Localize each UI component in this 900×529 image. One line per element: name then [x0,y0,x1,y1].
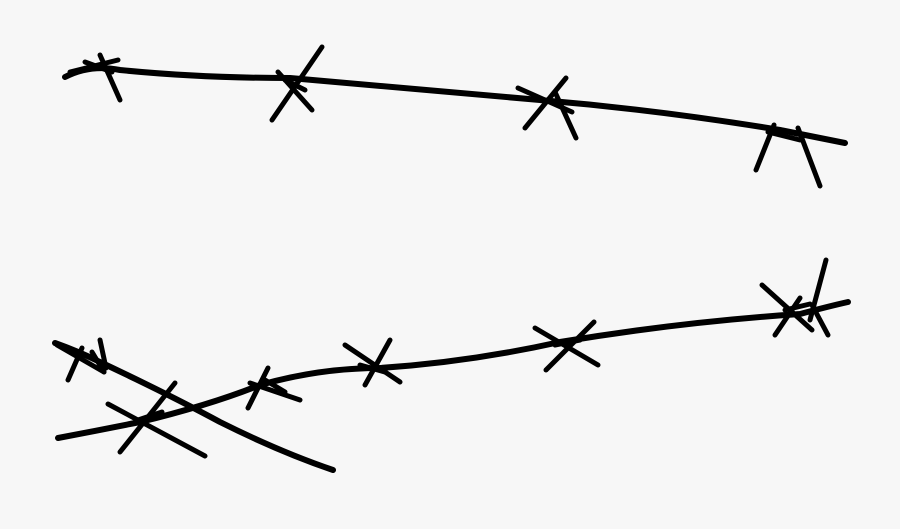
barb-spike [282,77,308,93]
barb-spike [552,337,583,348]
wire-barb [532,319,601,373]
wire-barb [342,337,403,388]
wire-barb [245,365,303,411]
barb-spike [795,125,823,189]
barb-spike [105,401,208,459]
crossing-wire-strand [52,340,336,473]
wire-barb [515,75,579,141]
wire-barb [759,257,831,338]
barb-spike [247,380,303,403]
barb-spike [97,52,123,103]
barb-spike [89,349,107,375]
barb-spike [97,337,109,371]
barb-spike [54,342,107,375]
barb-spike [522,75,569,131]
barb-spike [65,345,85,383]
barb-spike [552,89,579,141]
barb-spike [357,362,388,375]
wire-barb [67,52,123,103]
wire-barb [753,122,823,189]
barb-spike [543,319,597,373]
bottom-wire-strand [55,299,851,441]
barb-spike [772,295,803,338]
barb-spike [809,302,831,338]
top-wire-strand [62,65,848,146]
barb-spike [82,59,115,75]
barb-spike [262,377,288,395]
barb-spike [135,409,165,423]
barb-spike [765,129,803,143]
barb-spike [782,301,813,313]
barb-spike [342,342,403,385]
barb-spike [362,337,393,388]
wire-barb [269,44,325,123]
wire-barb [54,337,109,383]
wire-barb [105,380,208,459]
